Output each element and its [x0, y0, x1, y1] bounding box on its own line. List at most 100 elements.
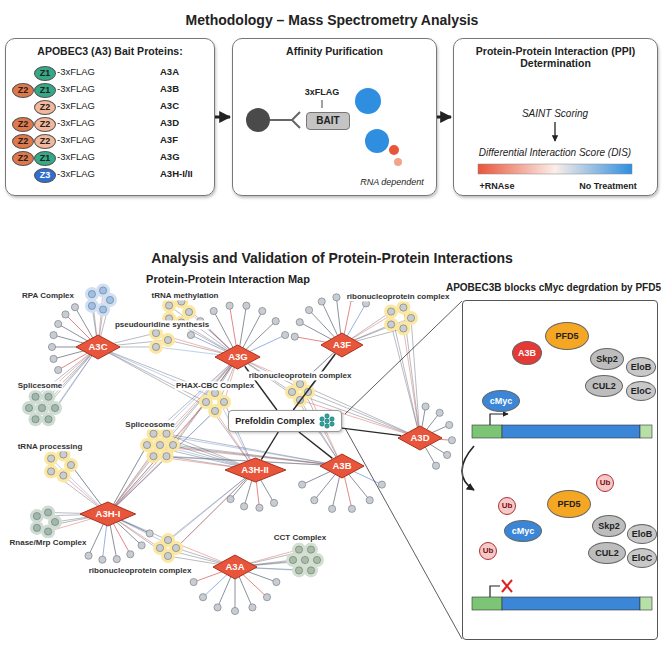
flag-suffix: -3xFLAG [57, 67, 95, 78]
protein-blob: EloC [626, 381, 657, 401]
prey-node [45, 393, 52, 400]
rna-molecule [394, 158, 402, 166]
dia-text: A3B [332, 461, 351, 472]
bait-diamond: A3C [75, 334, 121, 360]
interaction-line [108, 402, 224, 514]
domain-oval: Z2 [34, 134, 56, 149]
prey-node [166, 302, 173, 309]
diamond-outline [215, 345, 260, 369]
blob-text: cMyc [512, 526, 535, 536]
cluster-label: RPA Complex [21, 291, 75, 300]
gene-bar [472, 425, 652, 610]
mechanism-panel: APOBEC3B blocks cMyc degrdation by PFD5P… [462, 300, 658, 640]
prey-halo [44, 464, 58, 478]
dia-text: A3F [333, 340, 351, 351]
promoter-arrow [490, 586, 500, 597]
blob-text: PFD5 [555, 331, 578, 341]
domain-oval: Z2 [34, 100, 56, 115]
prey-node [305, 306, 312, 313]
flag-suffix: -3xFLAG [57, 101, 95, 112]
prey-node [33, 513, 40, 520]
prey-node [172, 544, 179, 551]
prey-node [348, 505, 355, 512]
prey-node [48, 468, 55, 475]
prey-halo [41, 505, 55, 519]
prey-node [44, 528, 51, 535]
diamond-outline [213, 555, 257, 579]
interaction-line [154, 357, 239, 456]
prey-node [106, 296, 113, 303]
prey-node [243, 302, 250, 309]
oval-text: Z1 [40, 68, 51, 78]
bait-box: BAIT [306, 112, 349, 130]
prey-node [60, 451, 67, 458]
bait-diamond: A3G [214, 344, 261, 370]
scale-label: +RNAse [480, 181, 515, 191]
prey-node [295, 546, 302, 553]
prey-node [62, 311, 69, 318]
flag-suffix: -3xFLAG [57, 152, 95, 163]
prey-node [99, 556, 106, 563]
page-title: Methodology – Mass Spectrometry Analysis [186, 12, 479, 28]
prey-node [156, 544, 163, 551]
prey-node [163, 430, 170, 437]
ub-text: Ub [483, 546, 494, 555]
leader-line [322, 100, 323, 108]
interaction-line [108, 434, 154, 514]
prey-node [187, 331, 194, 338]
cluster-label: Splicesome [17, 381, 63, 390]
blob-text: EloC [631, 386, 652, 396]
ub-text: Ub [600, 478, 611, 487]
prey-node [163, 453, 170, 460]
prey-halo [149, 340, 163, 354]
prey-node [71, 304, 78, 311]
prefoldin-subunit [325, 424, 329, 428]
interaction-line [167, 357, 239, 456]
prefoldin-subunit [320, 417, 324, 421]
protein-blob: EloC [627, 548, 658, 568]
prey-node [400, 325, 407, 332]
prey-node [55, 320, 62, 327]
protein-blob: PFD5 [545, 322, 589, 350]
network-preys [25, 287, 455, 615]
prey-node [113, 556, 120, 563]
ub-text: Ub [502, 501, 513, 510]
prey-protein [365, 129, 389, 153]
interaction-line [160, 470, 255, 548]
interaction-line [108, 434, 167, 514]
prey-node [45, 416, 52, 423]
bait-diamond: A3A [212, 554, 258, 580]
network-graph [22, 283, 456, 614]
cluster-label: Spliceosome [124, 420, 175, 429]
bait-diamond: A3H-I [79, 501, 137, 527]
prey-node [432, 462, 439, 469]
prey-node [143, 441, 150, 448]
protein-blob: CUL2 [588, 542, 626, 564]
diamond-outline [80, 502, 136, 526]
protein-blob: PFD5 [547, 490, 591, 518]
protein-name: A3B [160, 84, 179, 95]
method-box: Affinity PurificationBAIT [232, 38, 437, 196]
dis-scale [478, 164, 632, 174]
domain-oval: Z1 [34, 151, 56, 166]
prey-node [301, 556, 308, 563]
flag-suffix: -3xFLAG [57, 169, 95, 180]
protein-name: A3H-I/II [160, 169, 193, 180]
complex-box: Prefoldin Complex [228, 410, 342, 432]
interaction-edge [293, 354, 335, 410]
oval-text: Z2 [40, 119, 51, 129]
section-title: Analysis and Validation of Protein-Prote… [151, 250, 513, 266]
map-title: Protein-Protein Interaction Map [146, 273, 310, 286]
prey-node [448, 437, 455, 444]
prey-node [313, 556, 320, 563]
prey-node [296, 319, 303, 326]
bead [246, 108, 270, 132]
cluster-label: tRNA methylation [151, 291, 220, 300]
prey-node [156, 441, 163, 448]
prey-node [38, 404, 45, 411]
interaction-line [98, 347, 215, 411]
prey-node [190, 578, 197, 585]
ubiquitin-circle: Ub [479, 542, 497, 560]
prey-halo [162, 299, 176, 313]
oval-text: Z2 [18, 85, 29, 95]
